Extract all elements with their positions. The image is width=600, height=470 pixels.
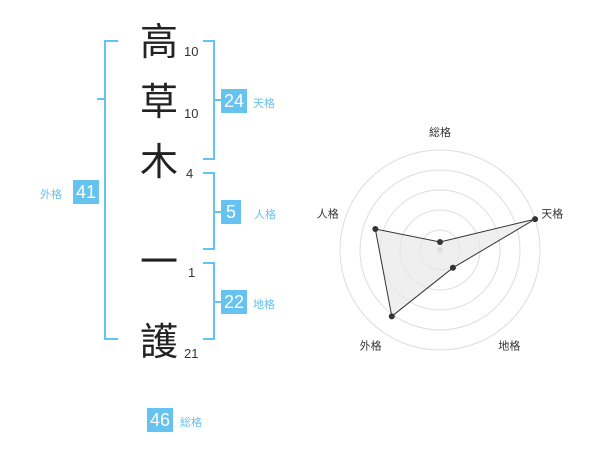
stroke-count-4: 1 bbox=[188, 265, 196, 280]
jinkaku-label: 人格 bbox=[254, 208, 276, 221]
tenkaku-label: 天格 bbox=[253, 97, 275, 110]
name-char-3: 木 bbox=[140, 140, 179, 184]
stroke-count-3: 4 bbox=[186, 166, 194, 181]
tenkaku-value: 24 bbox=[221, 89, 248, 113]
radar-axis-label-2: 天格 bbox=[541, 207, 563, 221]
radar-point-1 bbox=[437, 239, 443, 245]
gaikaku-bracket bbox=[104, 40, 118, 340]
stroke-count-1: 10 bbox=[184, 44, 199, 59]
gaikaku-label: 外格 bbox=[40, 188, 62, 201]
radar-points bbox=[372, 216, 539, 320]
chikaku-connector bbox=[214, 301, 222, 303]
radar-point-4 bbox=[388, 313, 395, 320]
radar-axis-label-3: 地格 bbox=[498, 338, 520, 352]
name-char-1: 高 bbox=[140, 20, 179, 64]
radar-area bbox=[374, 218, 536, 318]
chikaku-value: 22 bbox=[221, 290, 248, 314]
radar-ring-2 bbox=[359, 169, 521, 331]
radar-axis-label-4: 外格 bbox=[360, 338, 382, 352]
soukaku-label: 総格 bbox=[180, 416, 202, 429]
tenkaku-connector bbox=[214, 99, 222, 101]
name-char-5: 護 bbox=[140, 320, 179, 364]
stroke-count-5: 21 bbox=[184, 346, 199, 361]
name-char-2: 草 bbox=[140, 80, 179, 124]
radar-point-3 bbox=[449, 264, 456, 271]
radar-axis-label-1: 総格 bbox=[429, 125, 451, 139]
jinkaku-connector bbox=[214, 211, 222, 213]
chikaku-label: 地格 bbox=[253, 298, 275, 311]
gaikaku-value: 41 bbox=[73, 180, 100, 204]
radar-ring-1 bbox=[339, 149, 541, 351]
radar-point-5 bbox=[372, 225, 379, 232]
gaikaku-bracket-tick bbox=[97, 98, 105, 100]
name-char-4: 一 bbox=[140, 240, 179, 284]
stroke-count-2: 10 bbox=[184, 106, 199, 121]
jinkaku-value: 5 bbox=[221, 200, 241, 224]
radar-axis-label-5: 人格 bbox=[317, 207, 339, 221]
soukaku-value: 46 bbox=[147, 408, 174, 432]
radar-point-2 bbox=[532, 216, 539, 223]
